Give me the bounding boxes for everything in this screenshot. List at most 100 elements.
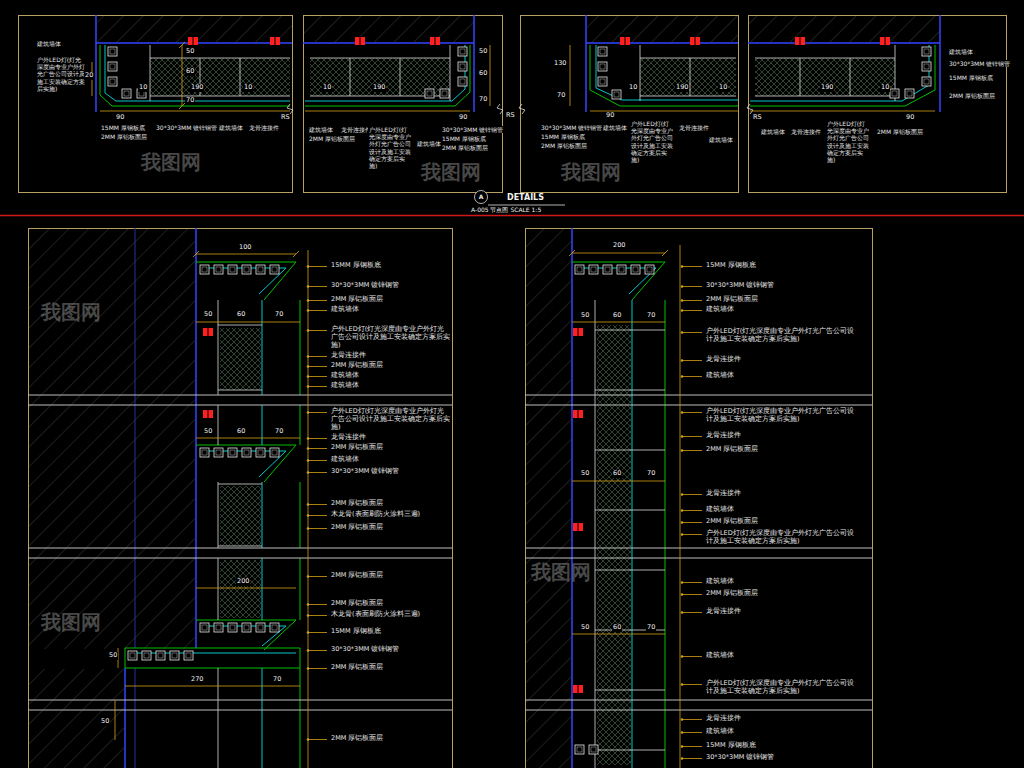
leader-line: [308, 438, 327, 439]
leader-dot: [307, 365, 310, 368]
steel-tube: [460, 79, 465, 84]
steel-tube: [272, 625, 277, 630]
leader-line: [682, 522, 702, 523]
aluminium-panel: [100, 45, 935, 768]
note-label: 2MM 厚铝板面层: [330, 444, 384, 452]
dimension-label: 200: [236, 578, 250, 586]
steel-tube: [619, 267, 624, 272]
steel-tube: [647, 267, 652, 272]
steel-tube: [128, 651, 137, 660]
building-wall-line: [135, 228, 136, 768]
keel-line: [150, 45, 290, 101]
steel-tube: [230, 450, 235, 455]
led-light-symbol: [188, 37, 198, 45]
dimension-label: 50: [185, 48, 195, 56]
led-light-symbol: [800, 37, 801, 45]
dimension-label: 90: [905, 114, 915, 122]
led-light-symbol: [360, 37, 361, 45]
dimension-label: 60: [236, 428, 246, 436]
steel-plate: [576, 268, 656, 768]
leader-dot: [307, 285, 310, 288]
steel-tube: [598, 77, 607, 86]
note-label: 15MM 厚钢板底: [330, 628, 382, 636]
insulation-fill: [755, 58, 895, 96]
dimension-label: 10: [628, 84, 638, 92]
leader-line: [682, 360, 702, 361]
building-wall-line: [303, 15, 474, 112]
note-label: 2MM 厚铝板面层: [441, 144, 489, 151]
wall-hatch: [29, 229, 195, 649]
note-label: 建筑墙体: [705, 728, 735, 736]
leader-line: [308, 286, 327, 287]
led-light-symbol: [578, 685, 579, 693]
note-label: 龙骨连接件: [678, 124, 710, 131]
note-label: 15MM 厚钢板底: [540, 133, 586, 140]
note-label: 30*30*3MM 镀锌钢管: [155, 124, 218, 131]
steel-tube: [142, 651, 151, 660]
note-label: 龙骨连接件: [330, 352, 367, 360]
led-light-symbol: [203, 410, 213, 418]
leader-dot: [681, 359, 684, 362]
dimension-label: 10: [243, 84, 253, 92]
steel-tube: [892, 91, 897, 96]
aluminium-panel: [750, 45, 935, 106]
note-label: 2MM 厚铝板面层: [876, 128, 924, 135]
led-light-symbol: [620, 37, 630, 45]
steel-tube: [633, 267, 638, 272]
leader-line: [682, 332, 702, 333]
leader-dot: [681, 331, 684, 334]
note-label: 2MM 厚铝板面层: [705, 296, 759, 304]
detail-frame: [19, 16, 1007, 768]
leader-line: [308, 515, 327, 516]
note-label: 2MM 厚铝板面层: [330, 572, 384, 580]
steel-tube: [200, 448, 209, 457]
leader-dot: [681, 521, 684, 524]
dimension-label: 90: [458, 114, 468, 122]
building-wall-line: [96, 15, 940, 768]
note-label: 户外LED灯(灯光深度由专业户外灯光广告公司设计及施工安装确定方案后实施): [705, 408, 857, 424]
steel-tube: [924, 64, 929, 69]
keel-line: [218, 300, 262, 768]
leader-dot: [307, 503, 310, 506]
building-wall-line: [96, 15, 292, 112]
insulation-fill: [220, 486, 261, 546]
note-label: 龙骨连接件: [705, 432, 742, 440]
note-label: 2MM 厚铝板面层: [100, 133, 148, 140]
note-label: 30*30*3MM 镀锌钢管: [441, 126, 504, 133]
leader-line: [308, 376, 327, 377]
note-label: 龙骨连接件: [248, 124, 280, 131]
dimension-label: 190: [190, 84, 204, 92]
steel-tube: [589, 745, 598, 754]
steel-tube: [214, 265, 223, 274]
leader-dot: [307, 329, 310, 332]
note-label: 建筑墙体: [708, 136, 734, 143]
section-break: [525, 395, 872, 710]
steel-tube: [591, 267, 596, 272]
scale-caption: A-005 节点图 SCALE 1:5: [470, 206, 542, 213]
dimension-line: [115, 250, 308, 768]
insulation-fill: [150, 58, 290, 96]
leader-dot: [681, 655, 684, 658]
detail-frame: [521, 16, 739, 193]
note-label: 建筑墙体: [948, 48, 974, 55]
leader-line: [308, 615, 327, 616]
sheet-divider: [0, 215, 1024, 217]
steel-tube: [600, 64, 605, 69]
leader-line: [682, 534, 702, 535]
steel-tube: [244, 625, 249, 630]
note-label: 木龙骨(表面刷防火涂料三遍): [330, 511, 421, 519]
dimension-line: [179, 42, 668, 257]
steel-tube: [242, 623, 251, 632]
steel-tube: [158, 653, 163, 658]
note-label: 15MM 厚钢板底: [705, 742, 757, 750]
building-wall-line: [571, 228, 573, 768]
dimension-label: RS: [752, 114, 763, 122]
steel-tube: [244, 450, 249, 455]
dimension-label: RS: [280, 114, 291, 122]
leader-line: [308, 386, 327, 387]
leader-line: [682, 612, 702, 613]
led-light-symbol: [355, 37, 365, 45]
note-label: 户外LED灯(灯光深度由专业户外灯光广告公司设计及施工安装确定方案后实施): [36, 56, 88, 92]
led-light-symbol: [578, 328, 579, 336]
steel-tube: [600, 79, 605, 84]
